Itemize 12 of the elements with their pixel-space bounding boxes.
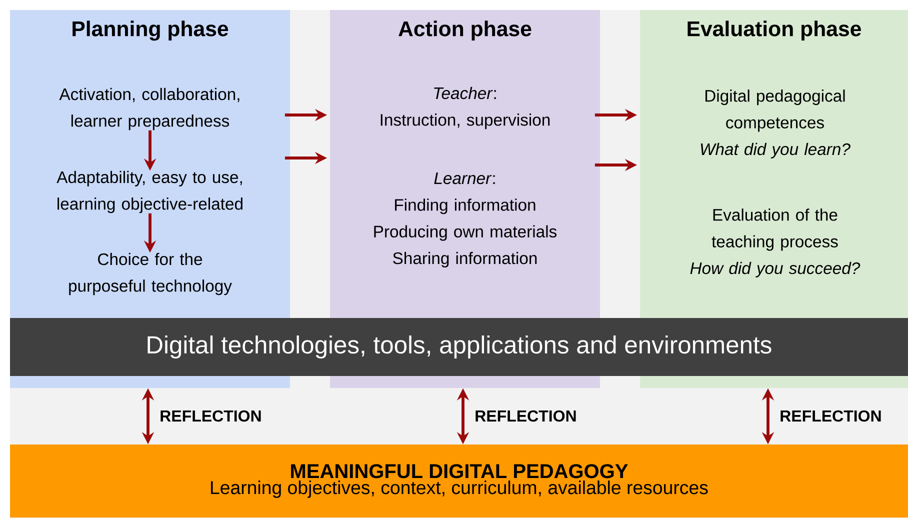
role-text: Learner: Finding information Producing own materials Sharing information	[374, 172, 557, 268]
step-text: Choice for the purposeful technology	[69, 252, 232, 296]
outcome-text: Digital pedagogical competences What did you learn?	[700, 90, 850, 158]
step-text: Activation, collaboration, learner preparedness	[59, 88, 240, 130]
foundation-band: MEANINGFUL DIGITAL PEDAGOGY Learning objectives, context, curriculum, available resources	[10, 444, 908, 518]
step-text: Adaptability, easy to use, learning objective-related	[56, 170, 242, 214]
technology-band: Digital technologies, tools, applications and environments	[10, 318, 908, 376]
role-text: Teacher: Instruction, supervision	[380, 86, 550, 130]
outcome-text: Evaluation of the teaching process How did you succeed?	[690, 208, 860, 278]
edge-label: REFLECTION	[473, 409, 578, 423]
edge-label: REFLECTION	[158, 409, 264, 423]
edge-label: REFLECTION	[778, 409, 884, 423]
